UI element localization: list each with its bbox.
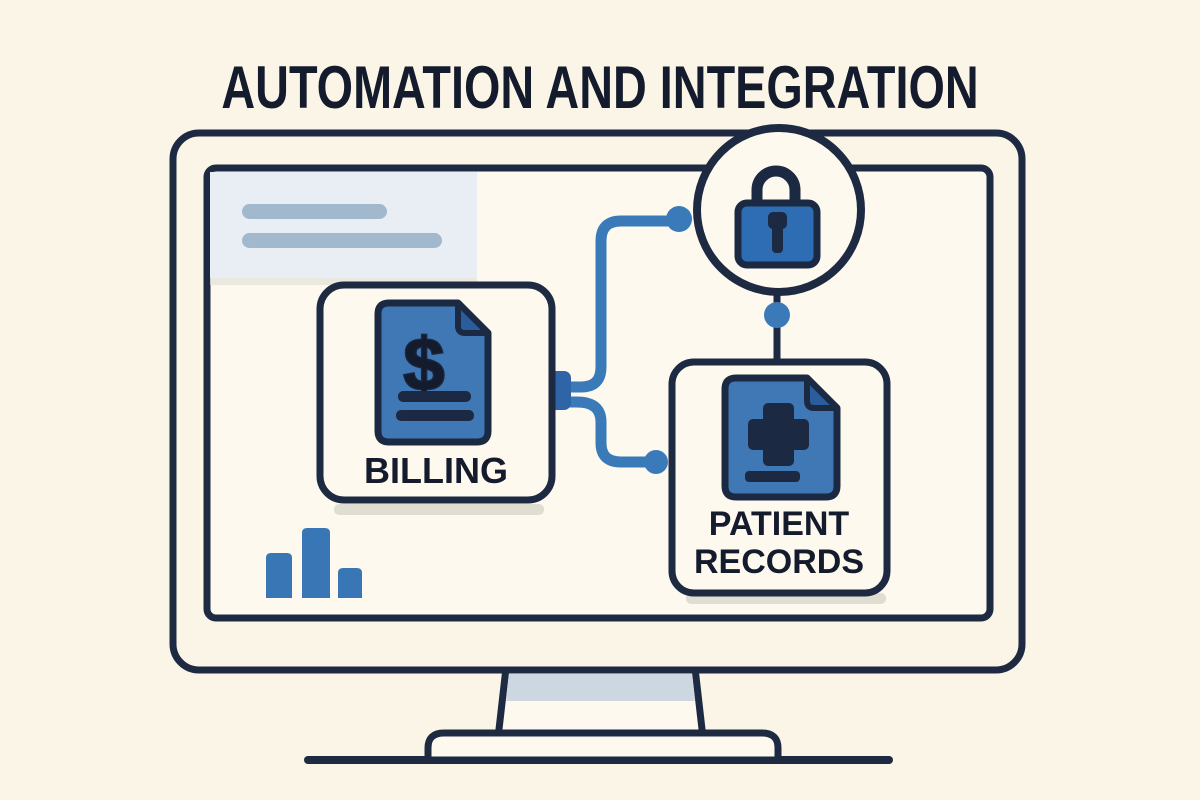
monitor-stand-base (424, 729, 782, 764)
document-underline (745, 471, 800, 482)
placeholder-line (242, 233, 442, 248)
connector-billing-to-lock (556, 215, 672, 393)
document-fold (455, 300, 491, 336)
connectors (556, 215, 672, 468)
medical-document-icon (721, 374, 841, 501)
panel-shadow (210, 278, 477, 285)
monitor-stand-neck (494, 664, 707, 742)
content-placeholder-panel (210, 172, 477, 285)
billing-card-shadow (334, 504, 544, 515)
placeholder-line (242, 204, 387, 219)
medical-cross-icon (748, 403, 809, 466)
mini-bar-chart (266, 528, 362, 598)
dollar-document-icon: $ (374, 299, 492, 446)
billing-label: BILLING (364, 450, 508, 491)
connector-dot (764, 302, 790, 328)
page-title: AUTOMATION AND INTEGRATION (221, 54, 978, 121)
patient-records-card: PATIENT RECORDS (668, 358, 891, 597)
patient-records-label-line2: RECORDS (694, 543, 864, 581)
bar (338, 568, 362, 598)
connector-billing-to-patient (556, 396, 650, 468)
stand-neck-shadow (506, 674, 695, 701)
lock-icon (734, 165, 821, 269)
document-line (398, 391, 471, 402)
bar (302, 528, 330, 598)
document-fold (804, 375, 840, 411)
billing-card: $ BILLING (316, 281, 556, 504)
connector-dot (644, 450, 668, 474)
lock-keyhole (768, 212, 787, 253)
document-line (396, 410, 474, 421)
patient-records-label-line1: PATIENT (709, 505, 850, 543)
connector-dot (666, 206, 692, 232)
bar (266, 553, 292, 598)
lock-shackle (751, 165, 801, 207)
security-badge (693, 124, 865, 296)
document-shape (374, 299, 492, 446)
